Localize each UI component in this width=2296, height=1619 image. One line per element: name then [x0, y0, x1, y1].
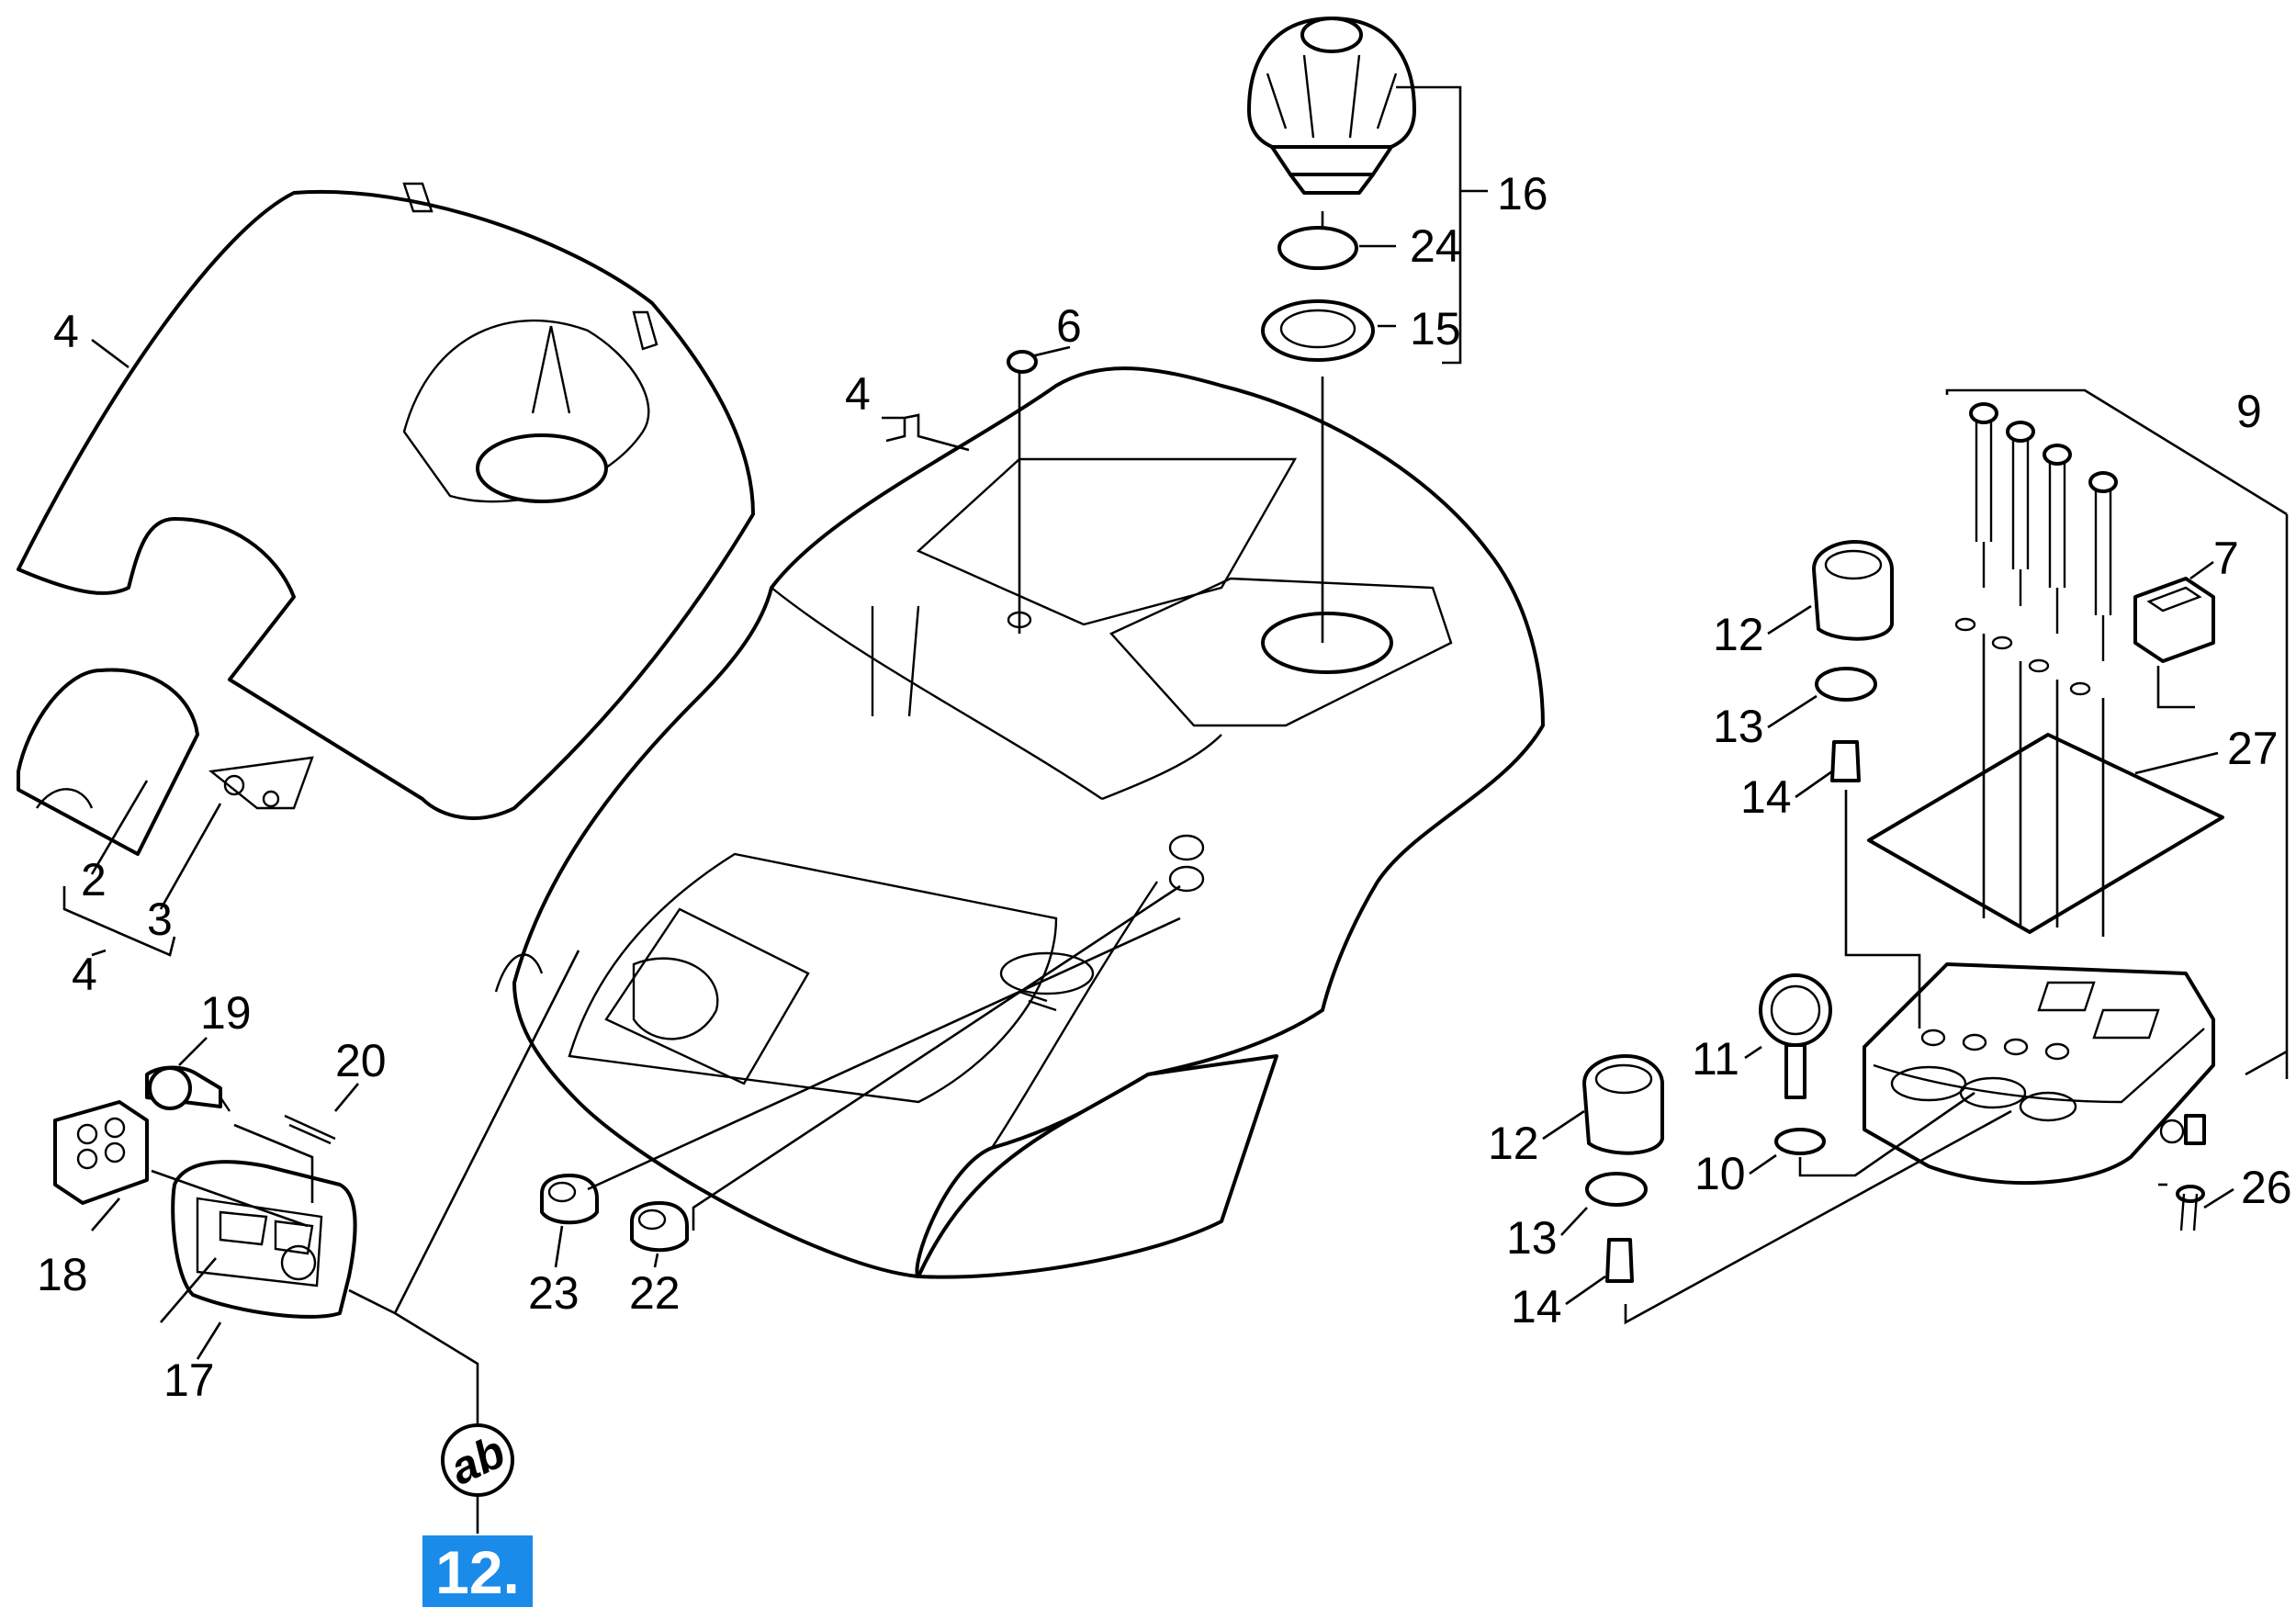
cover-cap-part — [17, 668, 199, 856]
seal-ring-part — [1261, 299, 1375, 362]
callout-number: 24 — [1410, 220, 1461, 272]
callout-number: 10 — [1694, 1148, 1746, 1199]
callout-number: 14 — [1511, 1281, 1562, 1332]
terminal-block-part — [53, 1100, 149, 1205]
knob-part — [1247, 17, 1416, 195]
callout-number: 27 — [2227, 723, 2279, 774]
clip-part — [208, 756, 314, 810]
plug-part — [1007, 350, 1038, 374]
pressure-gauge-part — [1759, 973, 1832, 1099]
indicator-lamp-part — [1954, 402, 2118, 696]
callout-number: 19 — [200, 987, 252, 1039]
control-panel-part — [1863, 962, 2215, 1186]
main-housing-part — [494, 366, 1545, 1279]
grommet-part — [630, 1201, 689, 1253]
upper-cover-part — [17, 182, 755, 820]
callout-number: 13 — [1713, 701, 1764, 752]
callout-number: 11 — [1692, 1033, 1739, 1085]
callout-labels: 4 2 3 4 4 6 16 24 15 9 7 12 13 14 27 11 … — [37, 168, 2292, 1406]
callout-number: 15 — [1410, 303, 1461, 354]
callout-number: 18 — [37, 1249, 88, 1300]
callout-number: 2 — [81, 854, 107, 905]
o-ring-part — [1585, 1172, 1648, 1207]
page-number-label: 12. — [435, 1538, 520, 1606]
callout-number: 12 — [1488, 1118, 1539, 1169]
housing-frame-part — [171, 1160, 357, 1319]
callout-number: 7 — [2213, 533, 2239, 584]
rocker-switch-part — [2133, 577, 2215, 663]
bolt-part — [284, 1114, 336, 1145]
gasket-part — [1867, 733, 2224, 934]
callout-number: 4 — [72, 949, 97, 1000]
callout-number: 6 — [1056, 300, 1082, 352]
callout-number: 14 — [1740, 771, 1792, 823]
callout-number: 13 — [1506, 1212, 1558, 1264]
callout-number: 4 — [845, 368, 871, 420]
screw-part — [2176, 1114, 2206, 1231]
callout-number: 17 — [163, 1355, 215, 1406]
callout-number: 4 — [53, 306, 79, 357]
o-ring-part — [1774, 1128, 1826, 1155]
rotary-knob-part — [1812, 540, 1894, 641]
callout-number: 9 — [2236, 386, 2262, 437]
shaft-part — [1830, 740, 1861, 782]
callout-number: 22 — [629, 1267, 681, 1319]
rotary-knob-part — [1582, 1054, 1664, 1155]
callout-number: 26 — [2241, 1162, 2292, 1213]
page-number-badge — [422, 1535, 533, 1607]
callout-number: 20 — [335, 1035, 387, 1086]
shaft-part — [1605, 1238, 1634, 1283]
callout-number: 16 — [1497, 168, 1548, 219]
o-ring-part — [1277, 226, 1358, 270]
assembly-symbol: ab — [441, 1423, 514, 1497]
pin-part — [145, 1065, 231, 1112]
grommet-part — [540, 1174, 599, 1225]
callout-number: 12 — [1713, 609, 1764, 660]
callout-number: 3 — [147, 894, 173, 945]
callout-number: 23 — [528, 1267, 580, 1319]
o-ring-part — [1815, 667, 1877, 702]
